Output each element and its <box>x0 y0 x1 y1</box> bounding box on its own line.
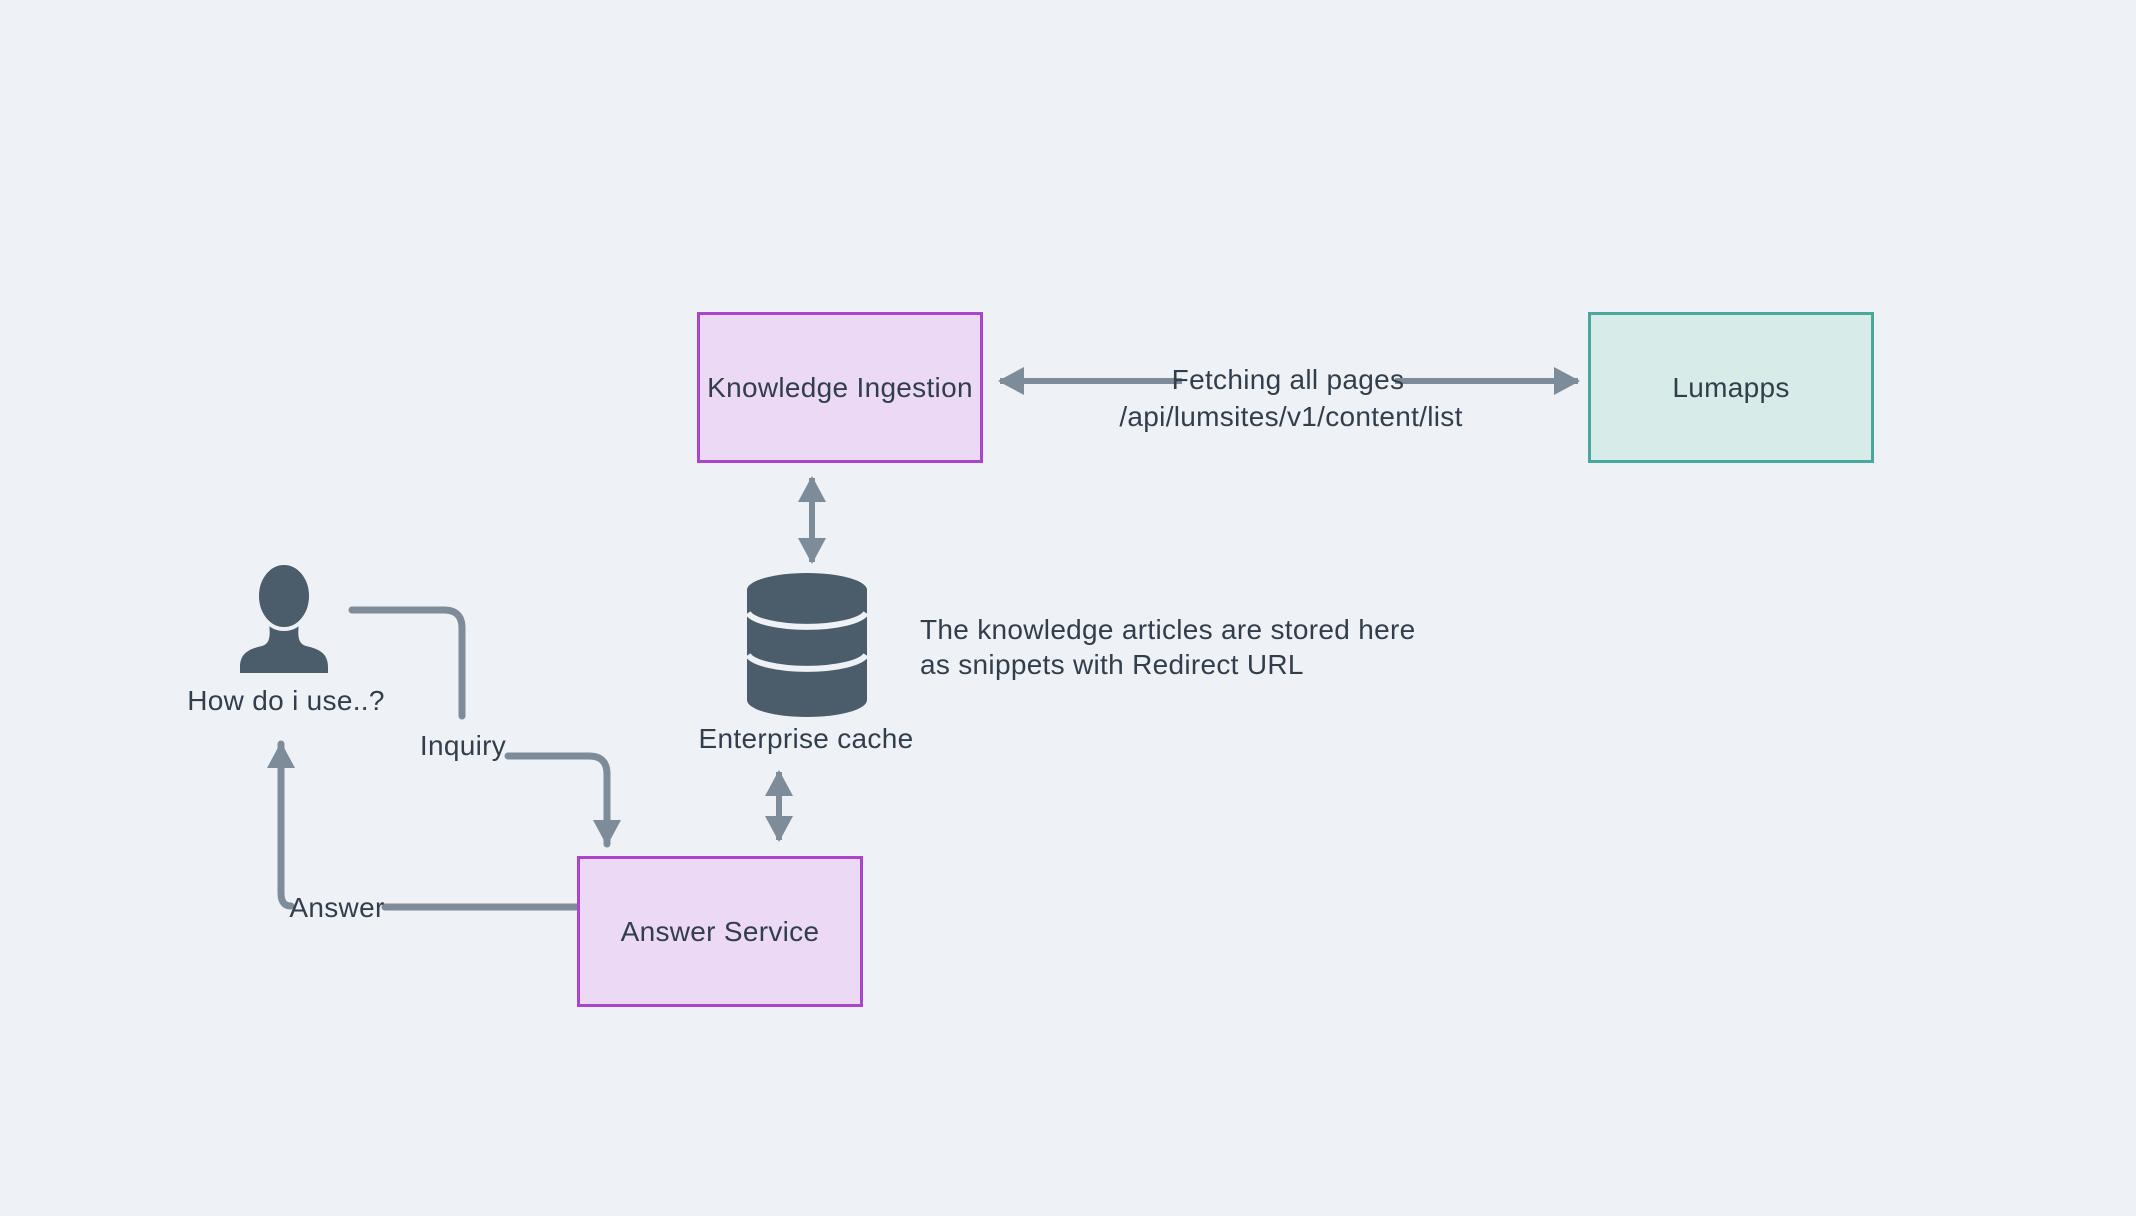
label-fetching-all-pages: Fetching all pages <box>1171 364 1405 395</box>
database-icon-separator-1 <box>745 611 869 630</box>
database-icon-separator-2 <box>745 653 869 672</box>
label-enterprise-cache: Enterprise cache <box>698 723 914 754</box>
node-knowledge-ingestion-label: Knowledge Ingestion <box>707 371 973 403</box>
database-icon-top <box>747 573 867 607</box>
user-inquiry-line <box>348 606 466 720</box>
database-icon-body <box>747 590 867 717</box>
user-icon-body <box>240 621 328 673</box>
user-icon <box>240 561 328 673</box>
label-cache-note-line1: The knowledge articles are stored here <box>920 614 1416 645</box>
node-answer-service-label: Answer Service <box>620 915 820 947</box>
label-api-path: /api/lumsites/v1/content/list <box>1119 401 1463 432</box>
user-icon-head <box>255 561 313 631</box>
inquiry-as-arrow <box>504 752 621 848</box>
node-lumapps: Lumapps <box>1588 312 1874 463</box>
label-cache-note: The knowledge articles are stored here a… <box>920 612 1415 682</box>
database-icon <box>745 573 869 717</box>
label-inquiry: Inquiry <box>419 730 507 761</box>
node-knowledge-ingestion: Knowledge Ingestion <box>697 312 983 463</box>
node-lumapps-label: Lumapps <box>1672 371 1790 403</box>
label-answer: Answer <box>289 892 385 923</box>
label-user-question: How do i use..? <box>187 685 385 716</box>
answer-user-arrow <box>267 740 295 910</box>
node-answer-service: Answer Service <box>577 856 863 1007</box>
label-cache-note-line2: as snippets with Redirect URL <box>920 649 1304 680</box>
